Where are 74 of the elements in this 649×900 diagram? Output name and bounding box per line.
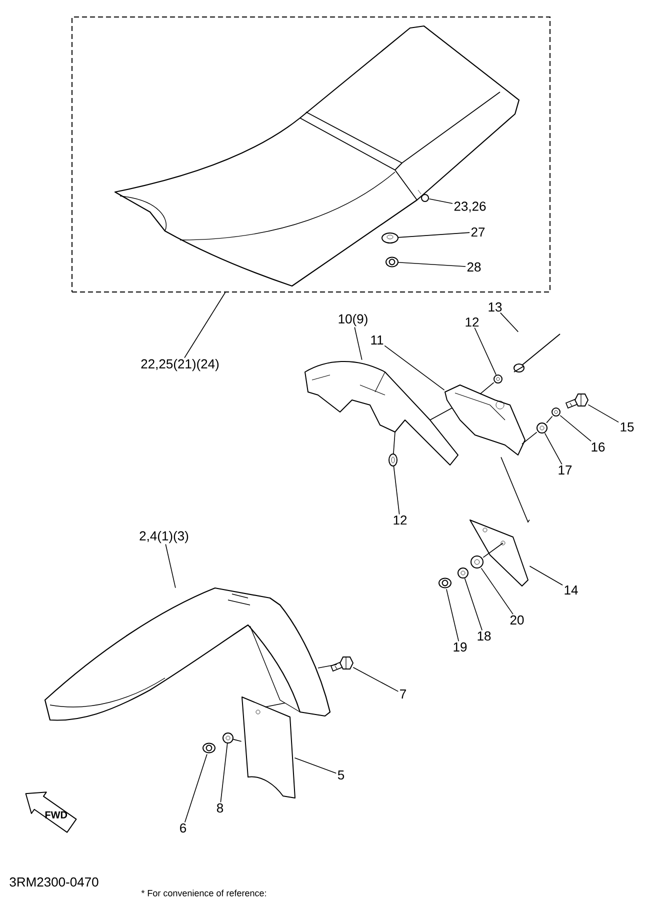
mudflap-drawing — [242, 696, 296, 798]
callout-number: 19 — [454, 642, 467, 652]
dashed-frame — [72, 16, 550, 292]
assembly-line — [546, 416, 553, 424]
part-code: 3RM2300-0470 — [10, 877, 98, 887]
leader-line — [588, 404, 619, 423]
leader-line — [428, 198, 453, 204]
callout-number: 15 — [620, 422, 634, 432]
washer-drawing — [458, 568, 468, 578]
callout-number: 6 — [180, 823, 186, 833]
leader-line — [480, 568, 514, 615]
assembly-line — [522, 432, 538, 444]
leader-line — [560, 415, 592, 442]
leader-line — [529, 566, 563, 586]
leader-line — [393, 466, 400, 515]
assembly-line — [430, 408, 452, 420]
assembly-line — [480, 382, 494, 394]
callout-number: 13 — [488, 302, 502, 312]
washer-drawing — [552, 408, 560, 416]
rivet-drawing — [514, 334, 560, 372]
leader-line — [446, 588, 460, 642]
washer-drawing — [382, 232, 398, 244]
callout-number: 12 — [466, 317, 479, 327]
callout-number: 7 — [400, 690, 406, 698]
callout-number: 14 — [564, 586, 578, 594]
callout-number: 17 — [558, 466, 572, 474]
callout-number: 23,26 — [454, 202, 486, 212]
leader-line — [165, 544, 176, 588]
assembly-line — [482, 542, 504, 558]
leader-line — [220, 742, 228, 803]
leader-line — [464, 578, 482, 631]
assembly-line — [318, 664, 338, 668]
footnote: * For convenience of reference: — [141, 890, 266, 896]
leader-line — [352, 666, 399, 692]
assembly-line — [393, 432, 396, 454]
nut-drawing — [438, 578, 452, 588]
grommet-drawing — [470, 556, 484, 568]
assembly-line — [264, 702, 286, 708]
leader-line — [544, 432, 562, 465]
nut-drawing — [202, 742, 216, 754]
assembly-line — [500, 456, 530, 523]
callout-number: 27 — [471, 227, 485, 237]
leader-line — [184, 292, 226, 358]
bracket-drawing — [444, 384, 526, 456]
seat-drawing — [114, 25, 520, 287]
callout-number: 16 — [592, 442, 605, 452]
callout-number: 11 — [371, 336, 384, 344]
leader-line — [398, 232, 470, 238]
rear-fender-drawing — [304, 361, 458, 466]
plate-drawing — [470, 520, 528, 586]
leader-line — [184, 754, 208, 823]
washer-drawing — [536, 422, 548, 434]
nut-drawing — [386, 256, 398, 268]
bolt-drawing — [418, 190, 429, 202]
front-fender-drawing — [44, 587, 331, 721]
collar-drawing — [494, 374, 502, 384]
callout-number: 12 — [394, 515, 407, 525]
leader-line — [354, 326, 362, 360]
callout-number: 20 — [510, 615, 524, 625]
callout-number: 10(9) — [338, 314, 368, 326]
callout-number: 18 — [478, 631, 491, 641]
callout-number: 28 — [467, 262, 481, 272]
leader-line — [294, 757, 337, 774]
callout-number: 5 — [338, 770, 344, 780]
collar-drawing — [388, 454, 398, 466]
leader-line — [500, 312, 519, 332]
leader-line — [474, 327, 496, 376]
callout-number: 22,25(21)(24) — [141, 358, 219, 372]
callout-number: 2,4(1)(3) — [140, 530, 188, 544]
assembly-line — [232, 738, 242, 742]
callout-number: 8 — [216, 803, 224, 813]
leader-line — [398, 262, 466, 267]
washer-drawing — [222, 732, 234, 744]
leader-line — [384, 345, 445, 390]
